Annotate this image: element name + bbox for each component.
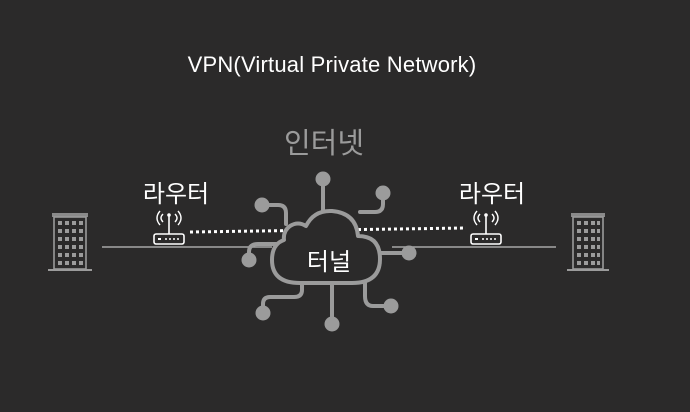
tunnel-label: 터널 [306,248,352,276]
internet-label: 인터넷 [283,126,365,160]
building-icon [48,213,92,271]
node-dot-top [315,171,331,187]
node-dot-bottom-right [383,298,399,314]
wifi-router-icon [470,210,502,245]
node-line-top-left [260,203,288,226]
node-dot-bottom-left [255,305,271,321]
wifi-router-icon [153,210,185,245]
node-dot-bottom [324,316,340,332]
node-line-bottom-right [363,281,392,308]
node-dot-left [241,252,257,268]
node-line-top-right [358,191,385,214]
cloud-icon [270,208,382,285]
diagram-title: VPN(Virtual Private Network) [187,52,477,77]
node-line-left [247,242,278,262]
node-line-bottom-left [261,281,304,315]
right-router-label: 라우터 [458,180,526,208]
node-dot-top-left [254,197,270,213]
network-node-dots [241,171,417,332]
node-dot-top-right [375,185,391,201]
building-icon [567,213,609,271]
left-router-label: 라우터 [142,180,210,208]
node-dot-right [401,245,417,261]
